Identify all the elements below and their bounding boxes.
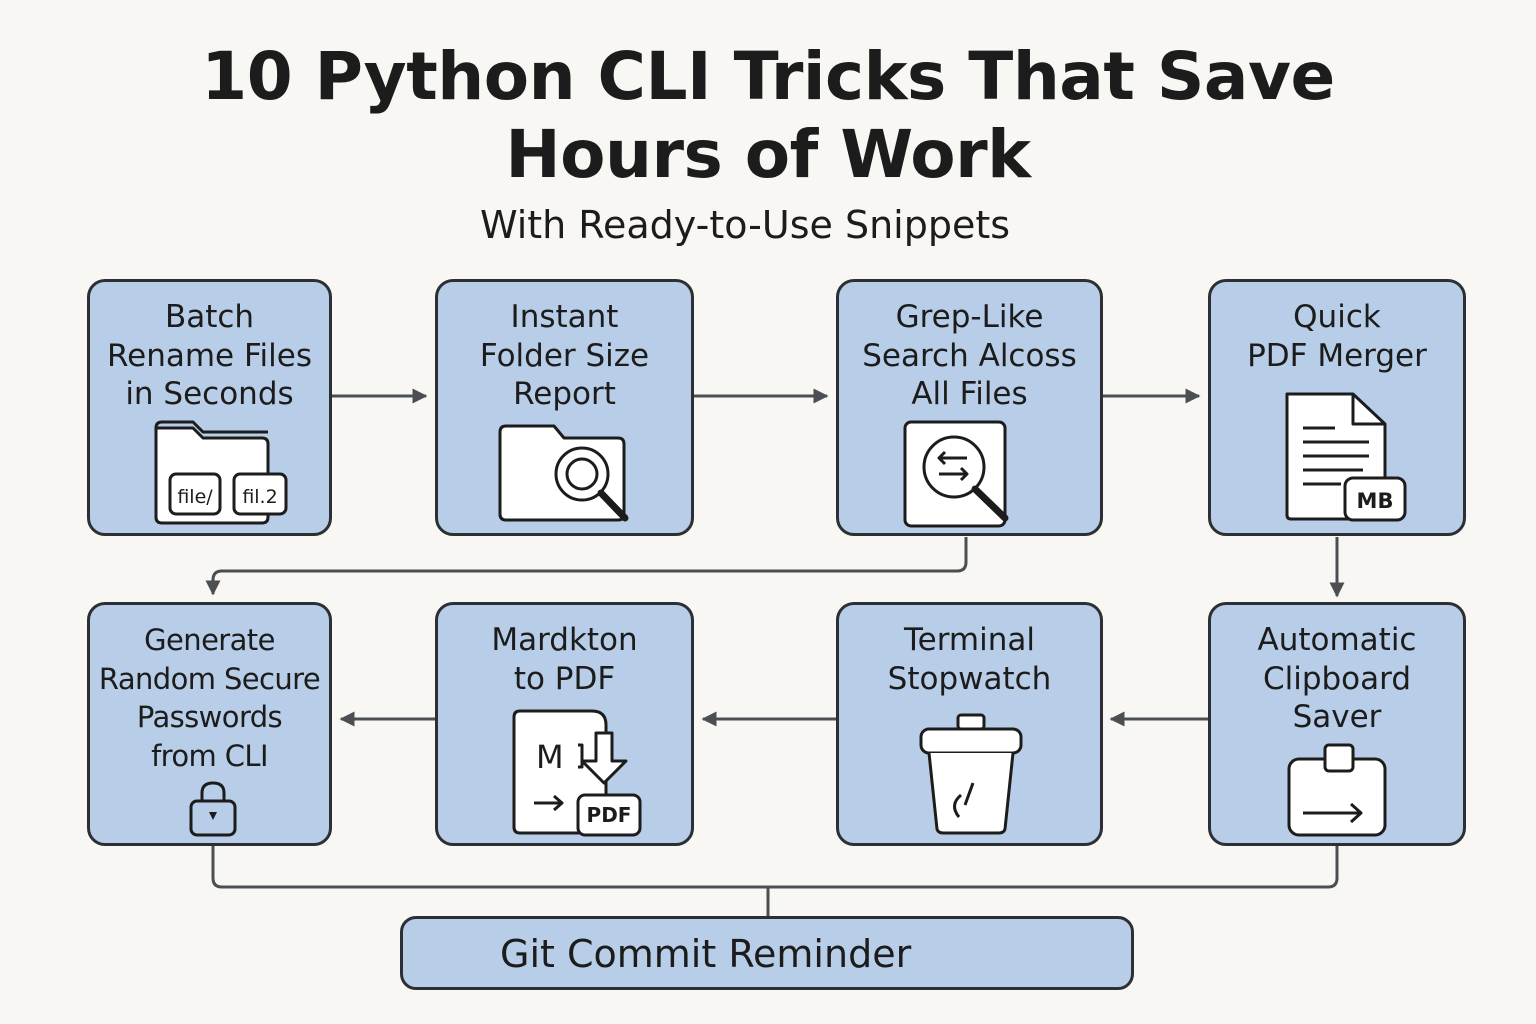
connector-to-git-reminder bbox=[211, 846, 1339, 916]
node-label: Instant Folder Size Report bbox=[479, 299, 650, 412]
node-label: Git Commit Reminder bbox=[500, 932, 912, 976]
arrow-grep-to-passwords bbox=[205, 537, 968, 596]
lock-icon bbox=[189, 781, 237, 837]
size-tag: MB bbox=[1357, 489, 1394, 513]
node-label: Quick PDF Merger bbox=[1247, 299, 1427, 374]
trash-bin-icon bbox=[919, 713, 1023, 835]
node-label: Grep-Like Search Alcoss All Files bbox=[862, 299, 1077, 412]
pdf-tag: PDF bbox=[587, 803, 632, 827]
title-line-1: 10 Python CLI Tricks That Save bbox=[201, 38, 1335, 115]
node-grep-like-search: Grep-Like Search Alcoss All Files bbox=[836, 279, 1103, 536]
node-generate-passwords: Generate Random Secure Passwords from CL… bbox=[87, 602, 332, 846]
document-icon: MB bbox=[1285, 392, 1407, 522]
markdown-to-pdf-icon: M PDF bbox=[512, 709, 642, 837]
title-line-2: Hours of Work bbox=[505, 116, 1031, 193]
file-tag-2: fil.2 bbox=[242, 486, 277, 508]
file-search-icon bbox=[903, 420, 1009, 528]
folder-files-icon: file/ fil.2 bbox=[154, 420, 288, 525]
clipboard-icon bbox=[1287, 743, 1387, 837]
node-automatic-clipboard-saver: Automatic Clipboard Saver bbox=[1208, 602, 1466, 846]
node-instant-folder-size: Instant Folder Size Report bbox=[435, 279, 694, 536]
node-terminal-stopwatch: Terminal Stopwatch bbox=[836, 602, 1103, 846]
node-git-commit-reminder: Git Commit Reminder bbox=[400, 916, 1134, 990]
node-quick-pdf-merger: Quick PDF Merger MB bbox=[1208, 279, 1466, 536]
diagram-subtitle: With Ready-to-Use Snippets bbox=[479, 203, 1011, 247]
node-label: Batch Rename Files in Seconds bbox=[106, 299, 312, 412]
node-label: Automatic Clipboard Saver bbox=[1257, 622, 1417, 735]
file-tag-1: file/ bbox=[177, 486, 213, 508]
diagram-title: 10 Python CLI Tricks That Save Hours of … bbox=[0, 38, 1536, 194]
node-markdown-to-pdf: Mardkton to PDF M PDF bbox=[435, 602, 694, 846]
node-batch-rename-files: Batch Rename Files in Seconds file/ fil.… bbox=[87, 279, 332, 536]
node-label: Mardkton to PDF bbox=[491, 622, 638, 697]
folder-search-icon bbox=[498, 424, 629, 522]
markdown-letter: M bbox=[536, 738, 564, 776]
node-label: Terminal Stopwatch bbox=[887, 622, 1052, 697]
node-label: Generate Random Secure Passwords from CL… bbox=[98, 623, 321, 773]
